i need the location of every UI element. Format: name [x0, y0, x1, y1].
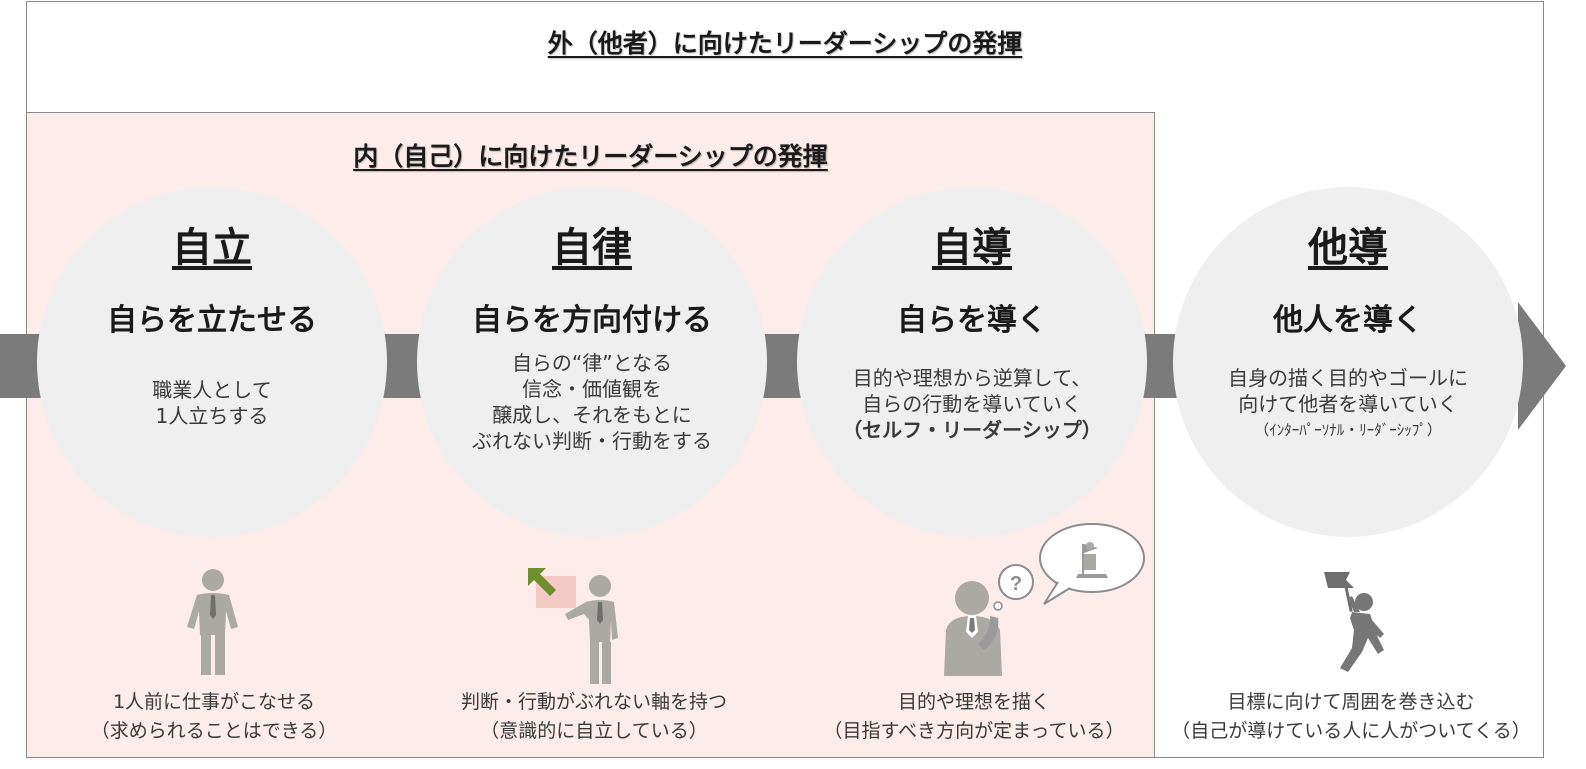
stage-subtitle: 自らを立たせる [107, 303, 317, 338]
stage-caption: 目標に向けて周囲を巻き込む （自己が導けている人に人がついてくる） [1156, 688, 1546, 746]
stage-circle-jidou: 自導 自らを導く 目的や理想から逆算して、 自らの行動を導いていく （セルフ・リ… [797, 187, 1147, 537]
stage-caption-line: （求められることはできる） [90, 720, 338, 742]
outer-leadership-title: 外（他者）に向けたリーダーシップの発揮 [547, 29, 1023, 58]
stage-caption: 判断・行動がぶれない軸を持つ （意識的に自立している） [416, 688, 772, 746]
progression-arrow-head [1518, 302, 1566, 430]
stage-subtitle: 他人を導く [1273, 303, 1423, 338]
stage-description-line: 1人立ちする [155, 404, 269, 428]
stage-description: 自身の描く目的やゴールに 向けて他者を導いていく （ｲﾝﾀｰﾊﾟｰｿﾅﾙ・ﾘｰﾀ… [1173, 365, 1523, 443]
stage-title: 他導 [1308, 225, 1388, 271]
stage-description-line: （ｲﾝﾀｰﾊﾟｰｿﾅﾙ・ﾘｰﾀﾞｰｼｯﾌﾟ） [1254, 421, 1442, 439]
stage-description-line: 目的や理想から逆算して、 [852, 366, 1092, 390]
stage-description-line: ぶれない判断・行動をする [472, 429, 712, 453]
stage-caption-line: （目指すべき方向が定まっている） [823, 720, 1125, 742]
leader-with-flag-icon [1324, 572, 1384, 672]
stage-circle-jiritsu-autonomy: 自律 自らを方向付ける 自らの“律”となる 信念・価値観を 醸成し、それをもとに… [417, 187, 767, 537]
stage-caption-line: 目標に向けて周囲を巻き込む [1227, 691, 1475, 713]
stage-subtitle: 自らを方向付ける [472, 303, 712, 338]
stage-subtitle: 自らを導く [897, 303, 1047, 338]
stage-caption-line: 判断・行動がぶれない軸を持つ [460, 691, 727, 713]
stage-description-line: 自らの行動を導いていく [862, 392, 1082, 416]
stage-description-line: 信念・価値観を [522, 377, 662, 401]
stage-description: 目的や理想から逆算して、 自らの行動を導いていく （セルフ・リーダーシップ） [797, 365, 1147, 443]
stage-description-line: 醸成し、それをもとに [492, 403, 692, 427]
stage-caption-line: （意識的に自立している） [480, 720, 708, 742]
stage-circle-tadou: 他導 他人を導く 自身の描く目的やゴールに 向けて他者を導いていく （ｲﾝﾀｰﾊ… [1173, 187, 1523, 537]
stage-caption-line: 1人前に仕事がこなせる [112, 691, 316, 713]
svg-text:?: ? [1010, 573, 1022, 595]
stage-title: 自立 [172, 225, 252, 271]
stage-caption-line: （自己が導けている人に人がついてくる） [1171, 720, 1531, 742]
stage-description: 職業人として 1人立ちする [37, 377, 387, 429]
inner-leadership-title: 内（自己）に向けたリーダーシップの発揮 [353, 142, 828, 171]
stage-description-line: 自らの“律”となる [511, 351, 673, 375]
stage-description-line: 向けて他者を導いていく [1238, 392, 1458, 416]
stage-caption: 1人前に仕事がこなせる （求められることはできる） [36, 688, 392, 746]
stage-description-line: （セルフ・リーダーシップ） [842, 418, 1102, 442]
stage-description: 自らの“律”となる 信念・価値観を 醸成し、それをもとに ぶれない判断・行動をす… [417, 350, 767, 454]
stage-caption-line: 目的や理想を描く [897, 691, 1050, 713]
standing-person-icon [187, 569, 238, 675]
stage-title: 自律 [552, 225, 632, 271]
stage-description-line: 自身の描く目的やゴールに [1228, 366, 1468, 390]
stage-title: 自導 [932, 225, 1012, 271]
person-with-arrow-icon [528, 568, 618, 684]
stage-description-line: 職業人として [152, 378, 272, 402]
stage-caption: 目的や理想を描く （目指すべき方向が定まっている） [796, 688, 1152, 746]
stage-circle-jiritsu: 自立 自らを立たせる 職業人として 1人立ちする [37, 187, 387, 537]
thinking-person-icon: ? [944, 523, 1145, 676]
